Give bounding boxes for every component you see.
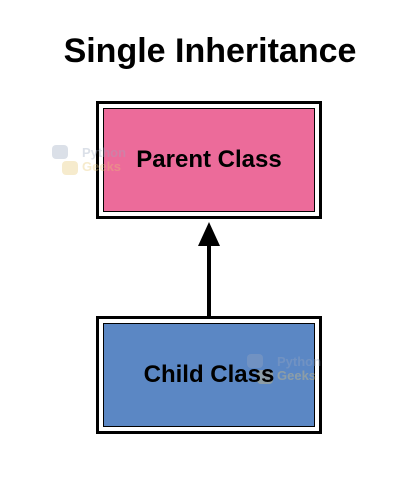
parent-class-fill: Parent Class (103, 108, 315, 212)
python-logo-icon (52, 145, 78, 175)
parent-class-box: Parent Class (96, 101, 322, 219)
watermark-text: Python Geeks (277, 354, 322, 383)
child-class-fill: Child Class (103, 323, 315, 427)
watermark-child: Python Geeks (243, 352, 321, 386)
python-logo-icon (247, 354, 273, 384)
child-class-box: Child Class (96, 316, 322, 434)
arrow-head-icon (198, 222, 220, 246)
watermark-parent: Python Geeks (48, 143, 126, 177)
diagram-title: Single Inheritance (63, 32, 357, 70)
watermark-text: Python Geeks (82, 145, 127, 174)
child-class-label: Child Class (143, 361, 275, 388)
parent-class-label: Parent Class (136, 146, 282, 173)
